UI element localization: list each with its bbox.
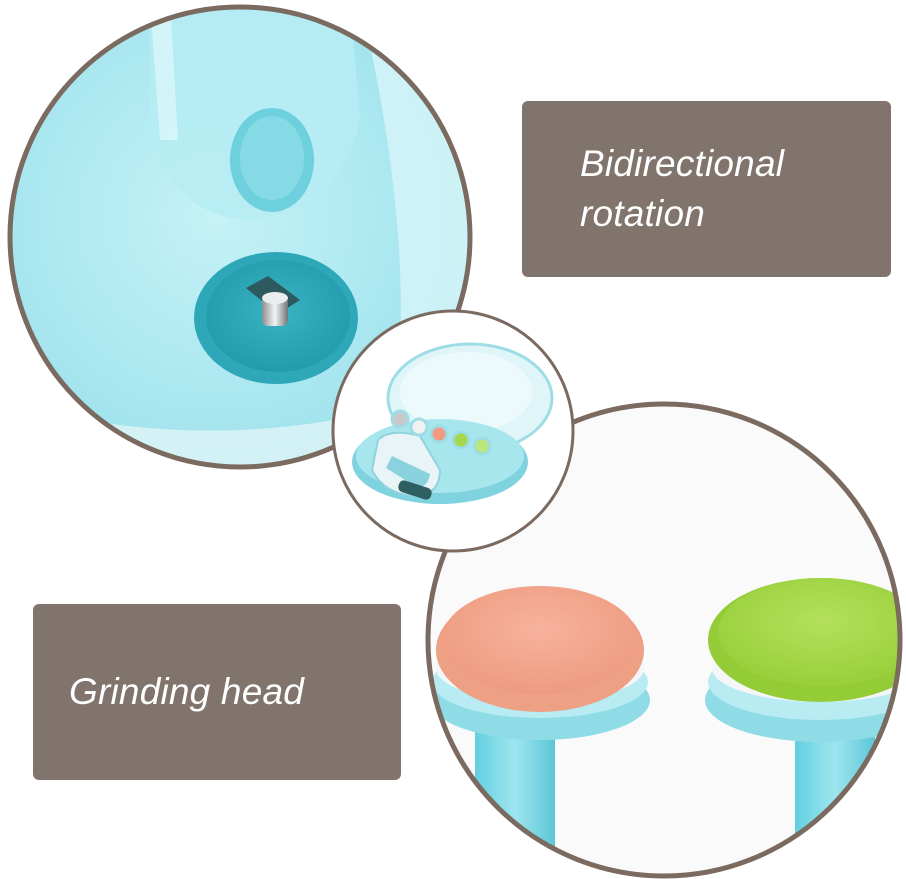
bidirectional-rotation-text: Bidirectional rotation — [580, 139, 784, 239]
bidirectional-rotation-label: Bidirectional rotation — [522, 101, 891, 277]
rotation-text-line-2: rotation — [580, 193, 706, 234]
rotation-text-line-1: Bidirectional — [580, 143, 785, 184]
nail-trimmer-kit — [333, 311, 573, 551]
top-left-circle-border — [7, 4, 473, 470]
grinding-head-label: Grinding head — [33, 604, 401, 780]
grinding-head-text: Grinding head — [69, 671, 305, 712]
center-circle-border — [331, 309, 575, 553]
bottom-right-circle-border — [425, 401, 903, 879]
